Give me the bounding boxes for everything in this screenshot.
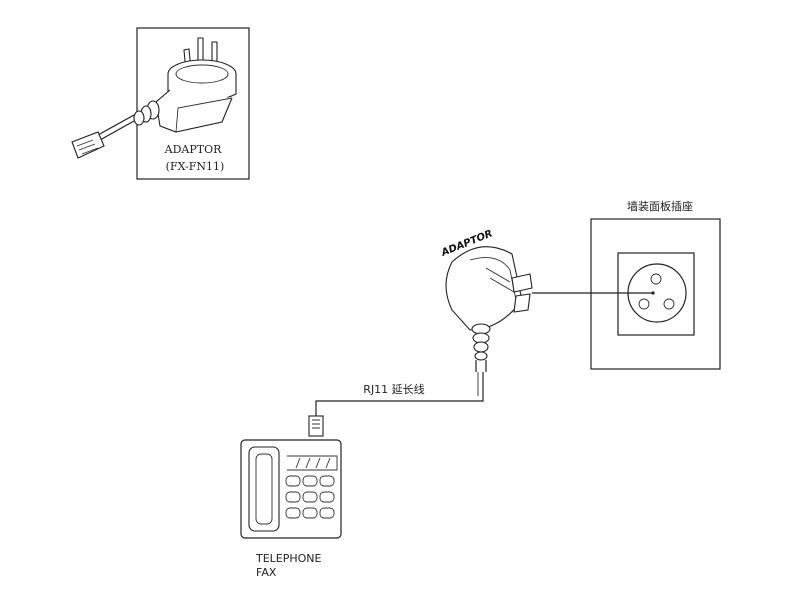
socket-hole-left <box>638 298 650 310</box>
wall-socket-panel: 墙装面板插座 <box>590 199 721 370</box>
socket-outer-plate <box>590 218 721 370</box>
inset-frame <box>136 27 250 180</box>
cable-label: RJ11 延长线 <box>363 382 424 396</box>
socket-hole-right <box>663 298 675 310</box>
socket-hole-top <box>650 273 662 285</box>
telephone-body <box>240 439 342 539</box>
leader-dot <box>651 291 655 295</box>
socket-inner-plate <box>617 252 695 336</box>
rj11-cable: RJ11 延长线 <box>308 372 484 437</box>
telephone-handset <box>248 446 280 532</box>
device-label-1: TELEPHONE <box>255 552 322 565</box>
cable-path <box>315 372 484 416</box>
device-label-2: FAX <box>256 566 277 579</box>
rj11-plug <box>308 415 324 437</box>
socket-label: 墙装面板插座 <box>627 199 693 213</box>
display-lines <box>295 457 331 469</box>
inset-adaptor-drawing <box>71 37 237 159</box>
inset-title: ADAPTOR <box>164 143 222 156</box>
inset-panel: ADAPTOR (FX-FN11) <box>71 27 250 180</box>
inset-model: (FX-FN11) <box>166 160 225 173</box>
keypad <box>285 475 335 519</box>
adaptor-drawing: ADAPTOR <box>439 228 533 372</box>
telephone-drawing: TELEPHONE FAX <box>240 439 342 579</box>
